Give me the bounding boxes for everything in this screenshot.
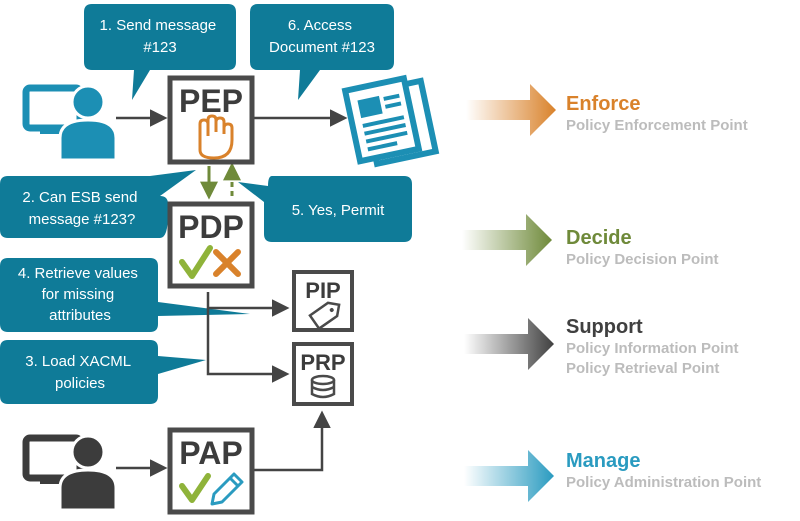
pap-label: PAP bbox=[179, 435, 242, 471]
legend-manage-subtitle: Policy Administration Point bbox=[566, 474, 762, 491]
database-icon bbox=[310, 374, 336, 399]
legend-decide-subtitle: Policy Decision Point bbox=[566, 251, 719, 268]
pap-box: PAP bbox=[167, 427, 255, 515]
hand-icon bbox=[198, 114, 234, 160]
decide-arrow-icon bbox=[462, 214, 552, 266]
svg-text:2. Can ESB send message: 2. Can ESB send message #123? bbox=[22, 189, 141, 228]
pip-box: PIP bbox=[292, 270, 354, 332]
admin-computer-icon bbox=[22, 434, 118, 512]
legend-manage-title: Manage bbox=[566, 450, 641, 472]
callout-can-esb-send-line-2: message #123? bbox=[29, 211, 136, 228]
callout-send-message-line-2: #123 bbox=[143, 39, 176, 56]
callout-retrieve-values: 4. Retrieve values for missing attribute… bbox=[0, 258, 250, 332]
callout-access-document: 6. Access Document #123 bbox=[250, 4, 394, 100]
check-icon bbox=[179, 473, 211, 503]
support-arrow-icon bbox=[464, 318, 554, 370]
callout-load-xacml-line-2: policies bbox=[55, 375, 105, 392]
connectors bbox=[116, 109, 348, 477]
enforce-arrow-icon bbox=[466, 84, 556, 136]
arrow-pap-to-prp bbox=[254, 410, 331, 472]
legend-enforce-title: Enforce bbox=[566, 93, 641, 115]
cross-icon bbox=[213, 249, 241, 277]
callout-access-document-line-2: Document #123 bbox=[269, 39, 375, 56]
svg-text:6. Access Document #123: 6. Access Document #123 bbox=[269, 17, 375, 56]
pep-pdp-exchange bbox=[200, 162, 241, 200]
pip-label: PIP bbox=[305, 278, 340, 303]
pep-label: PEP bbox=[179, 83, 243, 119]
callout-retrieve-values-line-2: for missing bbox=[42, 286, 115, 303]
legend-manage: Manage Policy Administration Point bbox=[566, 449, 761, 493]
legend-support: Support Policy Information Point Policy … bbox=[566, 315, 739, 379]
legend-enforce: Enforce Policy Enforcement Point bbox=[566, 92, 748, 136]
callout-send-message-line-1: 1. Send message bbox=[100, 17, 217, 34]
pep-box: PEP bbox=[167, 75, 255, 165]
check-icon bbox=[179, 245, 213, 279]
pdp-box: PDP bbox=[167, 201, 255, 289]
legend-decide-title: Decide bbox=[566, 227, 632, 249]
pdp-label: PDP bbox=[178, 209, 244, 245]
legend-support-title: Support bbox=[566, 316, 643, 338]
pen-icon bbox=[210, 472, 244, 506]
tag-icon bbox=[308, 301, 341, 331]
arrow-pdp-to-pip bbox=[206, 292, 290, 317]
callout-access-document-line-1: 6. Access bbox=[288, 17, 352, 34]
callout-load-xacml-line-1: 3. Load XACML bbox=[25, 353, 131, 370]
arrow-pdp-to-prp bbox=[206, 308, 290, 383]
callout-send-message: 1. Send message #123 bbox=[84, 4, 236, 100]
callout-retrieve-values-line-1: 4. Retrieve values bbox=[18, 265, 138, 282]
manage-arrow-icon bbox=[464, 450, 554, 502]
prp-label: PRP bbox=[300, 350, 345, 375]
svg-text:1. Send message #123: 1. Send message #123 bbox=[100, 17, 221, 56]
svg-text:3. Load XACML policies: 3. Load XACML policies bbox=[25, 353, 135, 392]
legend-enforce-subtitle: Policy Enforcement Point bbox=[566, 117, 748, 134]
callout-can-esb-send-line-1: 2. Can ESB send bbox=[22, 189, 137, 206]
callout-yes-permit: 5. Yes, Permit bbox=[238, 176, 412, 242]
callout-can-esb-send: 2. Can ESB send message #123? bbox=[0, 170, 196, 238]
document-icon bbox=[341, 74, 440, 168]
callout-load-xacml: 3. Load XACML policies bbox=[0, 340, 206, 404]
legend-decide: Decide Policy Decision Point bbox=[566, 226, 719, 270]
prp-box: PRP bbox=[292, 342, 354, 406]
svg-text:4. Retrieve values for m: 4. Retrieve values for missing attribute… bbox=[18, 265, 142, 324]
user-computer-icon bbox=[22, 84, 118, 162]
svg-text:5. Yes, Permit: 5. Yes, Permit bbox=[292, 202, 385, 219]
legend-support-subtitle-2: Policy Retrieval Point bbox=[566, 360, 720, 377]
legend-support-subtitle-1: Policy Information Point bbox=[566, 340, 739, 357]
callout-yes-permit-line-1: 5. Yes, Permit bbox=[292, 202, 385, 219]
callout-retrieve-values-line-3: attributes bbox=[49, 307, 111, 324]
